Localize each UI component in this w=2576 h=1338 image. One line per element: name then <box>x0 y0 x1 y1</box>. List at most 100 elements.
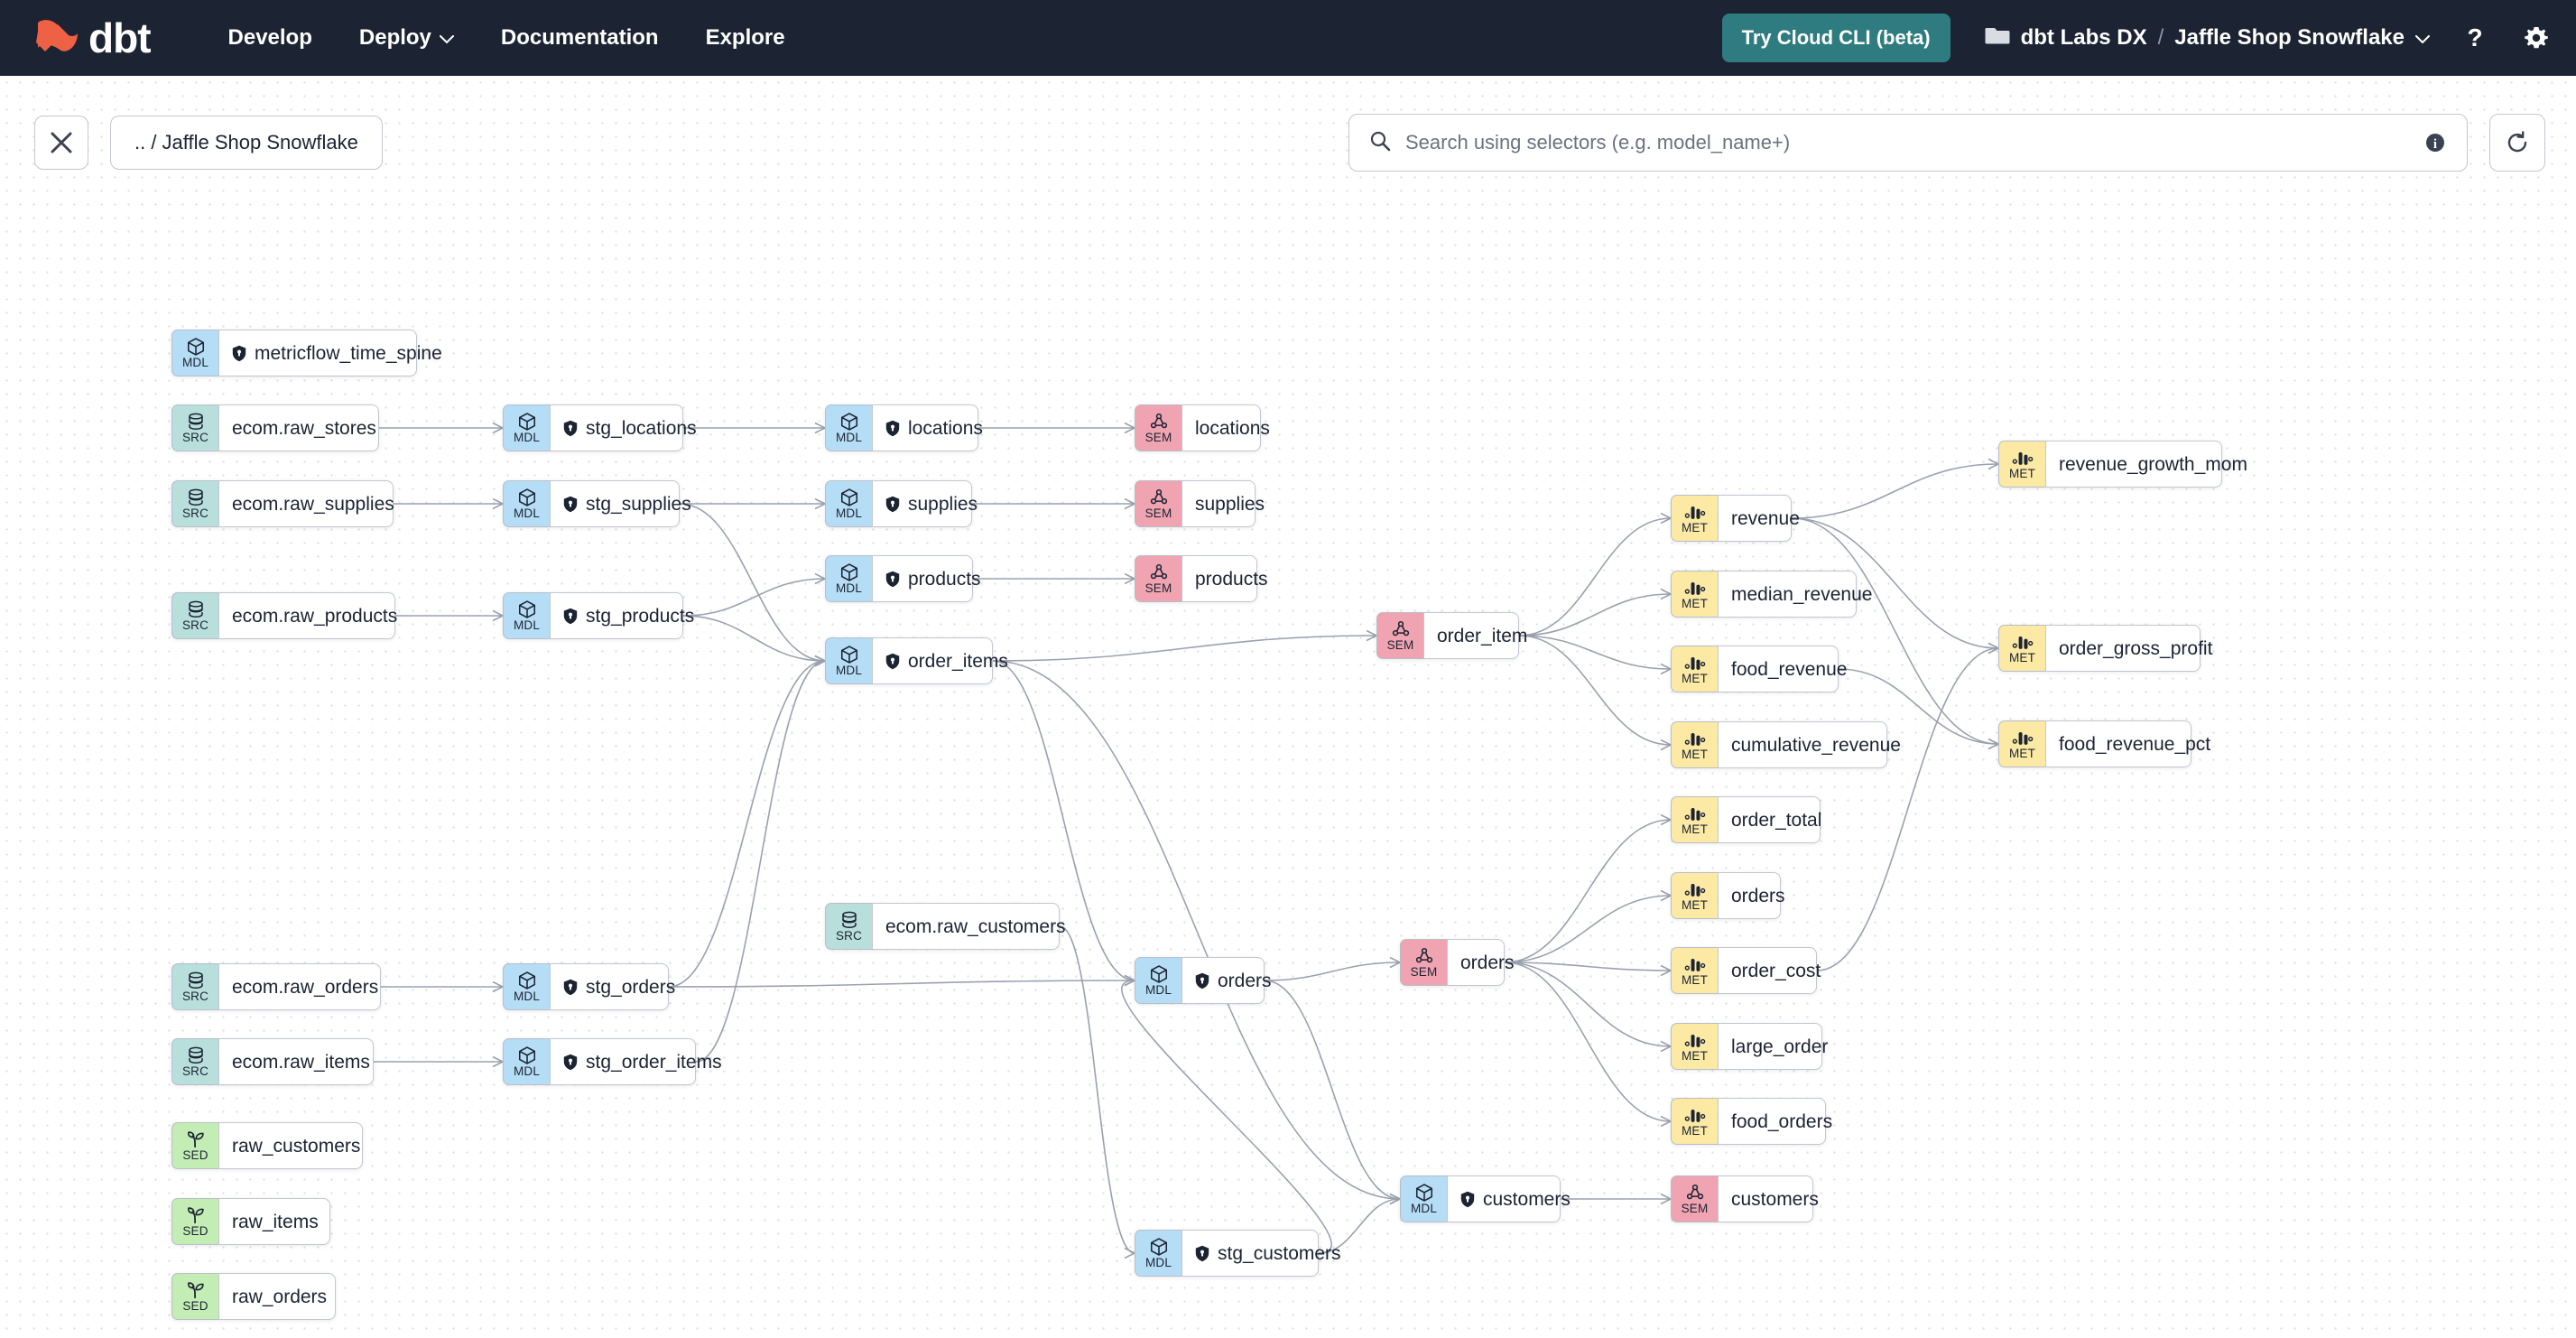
node-label-panel[interactable]: orders <box>1447 939 1515 986</box>
node-label-panel[interactable]: stg_supplies <box>550 480 691 527</box>
node-label-panel[interactable]: ecom.raw_items <box>218 1038 374 1085</box>
node-label-panel[interactable]: orders <box>1181 957 1272 1004</box>
node-label-panel[interactable]: orders <box>1718 872 1785 919</box>
refresh-icon[interactable] <box>2489 114 2545 172</box>
project-name[interactable]: Jaffle Shop Snowflake <box>2174 25 2405 50</box>
node-label-panel[interactable]: order_item <box>1423 612 1527 659</box>
help-question-mark-icon[interactable]: ? <box>2459 22 2491 54</box>
node-label-panel[interactable]: cumulative_revenue <box>1718 721 1901 768</box>
account-project-breadcrumb[interactable]: dbt Labs DX / Jaffle Shop Snowflake <box>1985 24 2430 52</box>
nav-link-develop[interactable]: Develop <box>228 25 312 51</box>
node-label-panel[interactable]: order_cost <box>1718 947 1821 994</box>
search-box[interactable]: i <box>1348 114 2468 172</box>
node-label-panel[interactable]: revenue <box>1718 495 1800 542</box>
node-label-panel[interactable]: supplies <box>1181 480 1265 527</box>
node-label-panel[interactable]: products <box>1181 555 1268 602</box>
node-label-panel[interactable]: raw_customers <box>218 1122 363 1169</box>
node-label-panel[interactable]: supplies <box>872 480 978 527</box>
node-label-panel[interactable]: food_revenue_pct <box>2045 720 2210 767</box>
node-label-panel[interactable]: products <box>872 555 981 602</box>
node-label-panel[interactable]: order_gross_profit <box>2045 625 2212 672</box>
nav-link-deploy[interactable]: Deploy <box>359 25 454 51</box>
breadcrumb[interactable]: .. / Jaffle Shop Snowflake <box>110 116 383 170</box>
node-label-panel[interactable]: ecom.raw_products <box>218 592 397 639</box>
try-cloud-cli-button[interactable]: Try Cloud CLI (beta) <box>1721 14 1951 62</box>
node-label-panel[interactable]: revenue_growth_mom <box>2045 441 2247 488</box>
settings-gear-icon[interactable] <box>2520 22 2553 54</box>
node-label-panel[interactable]: large_order <box>1718 1023 1828 1070</box>
node-label-panel[interactable]: stg_customers <box>1181 1230 1341 1277</box>
node-label-panel[interactable]: median_revenue <box>1718 571 1872 618</box>
node-label-panel[interactable]: ecom.raw_stores <box>218 404 379 451</box>
node-label-panel[interactable]: metricflow_time_spine <box>218 330 442 376</box>
node-label-panel[interactable]: raw_orders <box>218 1273 336 1320</box>
close-icon[interactable] <box>34 116 88 170</box>
node-label-panel[interactable]: locations <box>1181 404 1270 451</box>
node-label-panel[interactable]: customers <box>1447 1175 1571 1222</box>
node-label-panel[interactable]: stg_products <box>550 592 694 639</box>
node-label-panel[interactable]: ecom.raw_orders <box>218 963 381 1010</box>
info-icon[interactable]: i <box>2423 131 2447 154</box>
node-type-badge-sem: SEM <box>1671 1175 1718 1222</box>
nav-link-documentation[interactable]: Documentation <box>501 25 659 51</box>
project-chevron-down-icon[interactable] <box>2415 25 2430 51</box>
dbt-logo[interactable]: dbt <box>32 15 152 60</box>
node-label-panel[interactable]: raw_items <box>218 1198 330 1245</box>
node-label-panel[interactable]: stg_orders <box>550 963 675 1010</box>
account-name[interactable]: dbt Labs DX <box>2020 25 2147 50</box>
node-label-panel[interactable]: food_revenue <box>1718 646 1847 692</box>
nav-link-explore[interactable]: Explore <box>706 25 785 51</box>
search-input[interactable] <box>1405 131 2423 154</box>
node-label-panel[interactable]: ecom.raw_customers <box>872 903 1066 950</box>
node-label-panel[interactable]: order_items <box>872 637 1008 684</box>
node-label-panel[interactable]: stg_order_items <box>550 1038 722 1085</box>
node-label-panel[interactable]: stg_locations <box>550 404 697 451</box>
node-label-panel[interactable]: ecom.raw_supplies <box>218 480 394 527</box>
node-label-panel[interactable]: locations <box>872 404 983 451</box>
node-label-panel[interactable]: order_total <box>1718 796 1821 843</box>
node-label-panel[interactable]: food_orders <box>1718 1098 1832 1145</box>
node-label-panel[interactable]: customers <box>1718 1175 1819 1222</box>
